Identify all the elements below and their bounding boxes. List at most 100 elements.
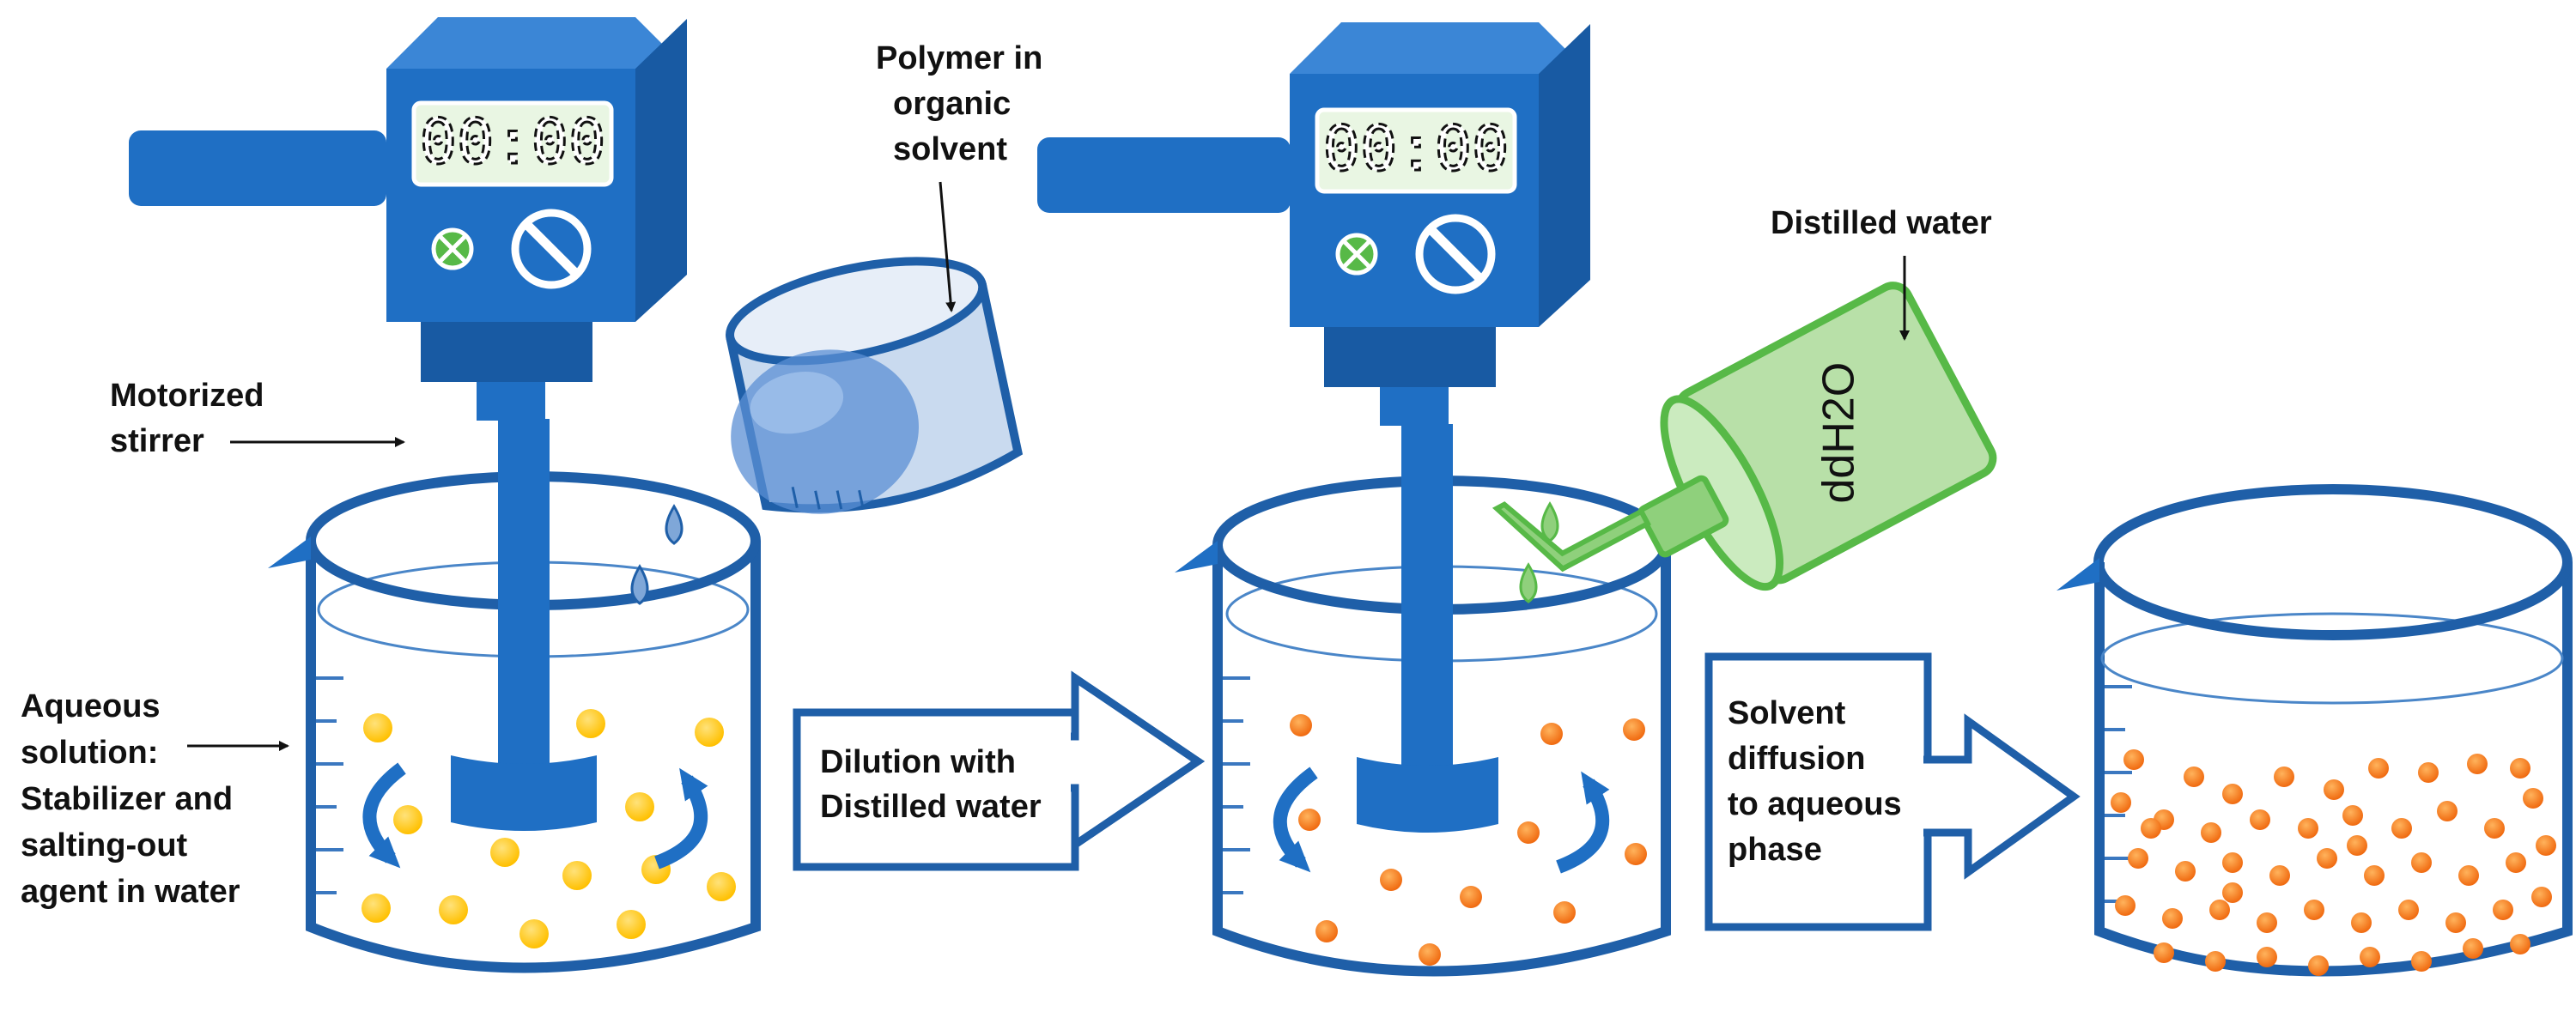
particle-icon xyxy=(490,838,519,867)
particle-icon xyxy=(2510,758,2530,779)
timer-display xyxy=(411,100,614,187)
particle-group-yellow xyxy=(361,709,736,948)
stop-button-icon[interactable] xyxy=(511,209,592,289)
particle-icon xyxy=(2342,805,2363,826)
particle-icon xyxy=(2351,912,2372,933)
stop-button-icon[interactable] xyxy=(1415,214,1496,294)
particle-group-dense xyxy=(2111,749,2556,976)
particle-icon xyxy=(2317,848,2337,869)
particle-icon xyxy=(2360,947,2380,967)
stirrer-icon: 00:00 xyxy=(129,17,687,421)
particle-icon xyxy=(519,919,549,948)
rotation-arrow-icon xyxy=(1556,771,1610,874)
label-polymer-solvent: Polymer in organic solvent xyxy=(876,40,1052,167)
particle-icon xyxy=(2484,818,2505,839)
timer-display-text: 00:00 xyxy=(1323,112,1510,185)
particle-icon xyxy=(2324,779,2344,800)
particle-icon xyxy=(1623,718,1645,741)
stirrer-collar xyxy=(477,382,545,421)
step-label-dilution: Dilution with Distilled water xyxy=(820,744,1042,825)
wash-bottle-icon: ddH2O xyxy=(1492,282,1997,591)
particle-icon xyxy=(2222,852,2243,873)
stirrer-paddle xyxy=(451,755,597,831)
particle-icon xyxy=(2398,900,2419,920)
droplet-icon xyxy=(1519,562,1538,603)
particle-icon xyxy=(2209,900,2230,920)
cross-button-icon[interactable] xyxy=(431,227,474,270)
particle-icon xyxy=(2205,951,2226,972)
particle-icon xyxy=(2523,788,2543,809)
particle-icon xyxy=(1290,714,1312,736)
stirrer-neck xyxy=(1324,327,1496,387)
particle-icon xyxy=(393,805,422,834)
particle-icon xyxy=(562,861,592,890)
particle-icon xyxy=(2368,758,2389,779)
particle-icon xyxy=(2445,912,2466,933)
particle-icon xyxy=(1298,809,1321,831)
particle-icon xyxy=(2347,835,2367,856)
stirrer-body-side xyxy=(1539,24,1590,327)
particle-icon xyxy=(2467,754,2488,774)
cross-button-icon[interactable] xyxy=(1335,233,1378,276)
particle-icon xyxy=(2437,801,2458,821)
particle-icon xyxy=(2411,852,2432,873)
particle-icon xyxy=(2510,934,2530,954)
particle-icon xyxy=(2123,749,2144,770)
particle-icon xyxy=(2222,784,2243,804)
stirrer-shaft xyxy=(498,419,550,773)
particle-icon xyxy=(2269,865,2290,886)
stirrer-handle xyxy=(1037,137,1291,213)
droplet-icon xyxy=(1540,501,1559,542)
stirrer-body-side xyxy=(635,19,687,322)
block-arrow-icon xyxy=(1704,652,2081,931)
rotation-arrow-icon xyxy=(654,767,708,870)
particle-icon xyxy=(2257,947,2277,967)
particle-icon xyxy=(2531,887,2552,907)
particle-icon xyxy=(2458,865,2479,886)
particle-icon xyxy=(2128,848,2148,869)
particle-icon xyxy=(2201,822,2221,843)
stirrer-body-top xyxy=(386,17,687,69)
particle-icon xyxy=(1625,843,1647,865)
particle-icon xyxy=(576,709,605,738)
bottle-label: ddH2O xyxy=(1814,362,1864,504)
particle-icon xyxy=(2304,900,2324,920)
particle-icon xyxy=(2222,882,2243,903)
particle-group-orange xyxy=(1290,714,1647,966)
particle-icon xyxy=(361,894,391,923)
particle-icon xyxy=(2115,895,2136,916)
particle-icon xyxy=(2162,908,2183,929)
particle-icon xyxy=(2493,900,2513,920)
particle-icon xyxy=(2111,792,2131,813)
particle-icon xyxy=(2141,818,2161,839)
particle-icon xyxy=(625,792,654,821)
rotation-arrow-icon xyxy=(1273,767,1318,873)
stirrer-shaft xyxy=(1401,424,1453,776)
timer-display xyxy=(1315,107,1517,194)
particle-icon xyxy=(2175,861,2196,882)
droplet-icon xyxy=(630,564,649,605)
stirrer-collar xyxy=(1380,387,1449,426)
particle-icon xyxy=(2506,852,2526,873)
particle-icon xyxy=(363,713,392,742)
particle-icon xyxy=(2411,951,2432,972)
label-aqueous-solution: Aqueous solution: Stabilizer and salting… xyxy=(21,688,242,910)
label-distilled-water: Distilled water xyxy=(1771,205,1992,241)
stirrer-paddle xyxy=(1357,757,1498,833)
particle-icon xyxy=(2250,809,2270,830)
stirrer-icon: 00:00 xyxy=(1037,22,1590,426)
droplet-icon xyxy=(665,504,683,545)
particle-icon xyxy=(1540,723,1563,745)
pointer-arrow xyxy=(939,181,957,312)
particle-icon xyxy=(1419,943,1441,966)
particle-icon xyxy=(2418,762,2439,783)
particle-icon xyxy=(2463,938,2483,959)
particle-icon xyxy=(2274,767,2294,787)
particle-icon xyxy=(2257,912,2277,933)
step-label-diffusion: Solvent diffusion to aqueous phase xyxy=(1728,695,1911,868)
particle-icon xyxy=(2391,818,2412,839)
particle-icon xyxy=(1460,886,1482,908)
particle-icon xyxy=(2364,865,2385,886)
particle-icon xyxy=(617,910,646,939)
